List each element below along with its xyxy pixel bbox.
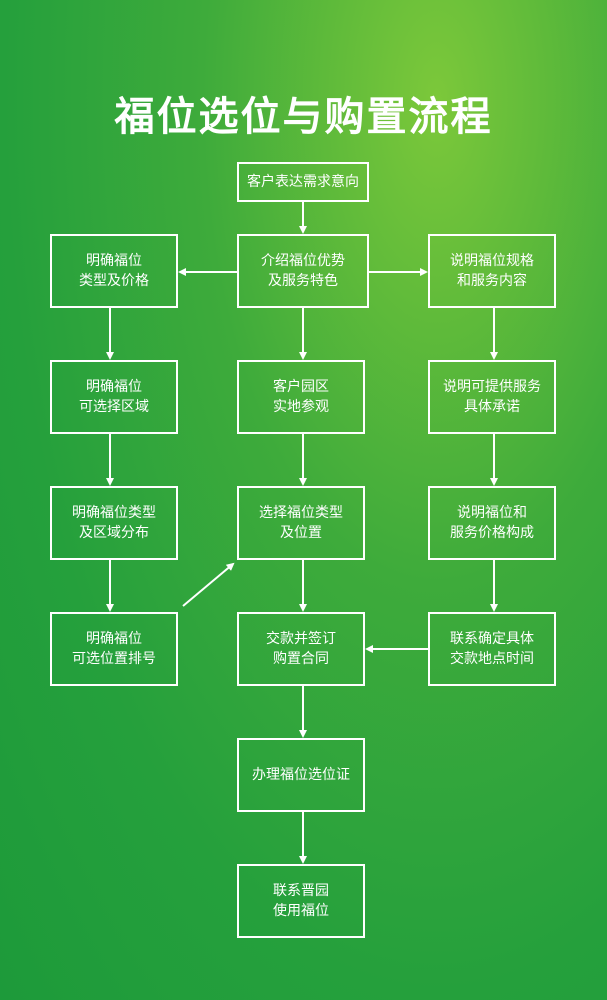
- step-label: 明确福位 可选择区域: [79, 379, 149, 415]
- step-label: 介绍福位优势 及服务特色: [261, 253, 345, 289]
- step-label: 联系晋园 使用福位: [273, 883, 329, 919]
- step-label: 办理福位选位证: [252, 767, 350, 783]
- step-introduce-advantages: 介绍福位优势 及服务特色: [237, 234, 369, 308]
- step-contact-and-use: 联系晋园 使用福位: [237, 864, 365, 938]
- step-select-type-position: 选择福位类型 及位置: [237, 486, 365, 560]
- step-label: 明确福位 类型及价格: [79, 253, 149, 289]
- step-label: 明确福位 可选位置排号: [72, 631, 156, 667]
- step-type-distribution: 明确福位类型 及区域分布: [50, 486, 178, 560]
- step-price-composition: 说明福位和 服务价格构成: [428, 486, 556, 560]
- page-title: 福位选位与购置流程: [114, 94, 493, 140]
- step-pay-and-sign: 交款并签订 购置合同: [237, 612, 365, 686]
- step-label: 选择福位类型 及位置: [259, 505, 343, 541]
- step-spec-and-service: 说明福位规格 和服务内容: [428, 234, 556, 308]
- step-label: 联系确定具体 交款地点时间: [450, 631, 534, 667]
- step-label: 说明可提供服务 具体承诺: [443, 379, 541, 415]
- step-service-commitment: 说明可提供服务 具体承诺: [428, 360, 556, 434]
- step-label: 说明福位规格 和服务内容: [450, 253, 534, 289]
- step-selectable-area: 明确福位 可选择区域: [50, 360, 178, 434]
- step-customer-request: 客户表达需求意向: [237, 162, 369, 202]
- step-certificate: 办理福位选位证: [237, 738, 365, 812]
- arrow-left-4-to-select: [182, 562, 235, 607]
- step-label: 明确福位类型 及区域分布: [72, 505, 156, 541]
- step-position-number: 明确福位 可选位置排号: [50, 612, 178, 686]
- step-label: 客户园区 实地参观: [273, 379, 329, 415]
- step-label: 客户表达需求意向: [247, 174, 359, 190]
- step-type-and-price: 明确福位 类型及价格: [50, 234, 178, 308]
- step-label: 交款并签订 购置合同: [266, 631, 336, 667]
- step-site-visit: 客户园区 实地参观: [237, 360, 365, 434]
- step-label: 说明福位和 服务价格构成: [450, 505, 534, 541]
- step-payment-arrangement: 联系确定具体 交款地点时间: [428, 612, 556, 686]
